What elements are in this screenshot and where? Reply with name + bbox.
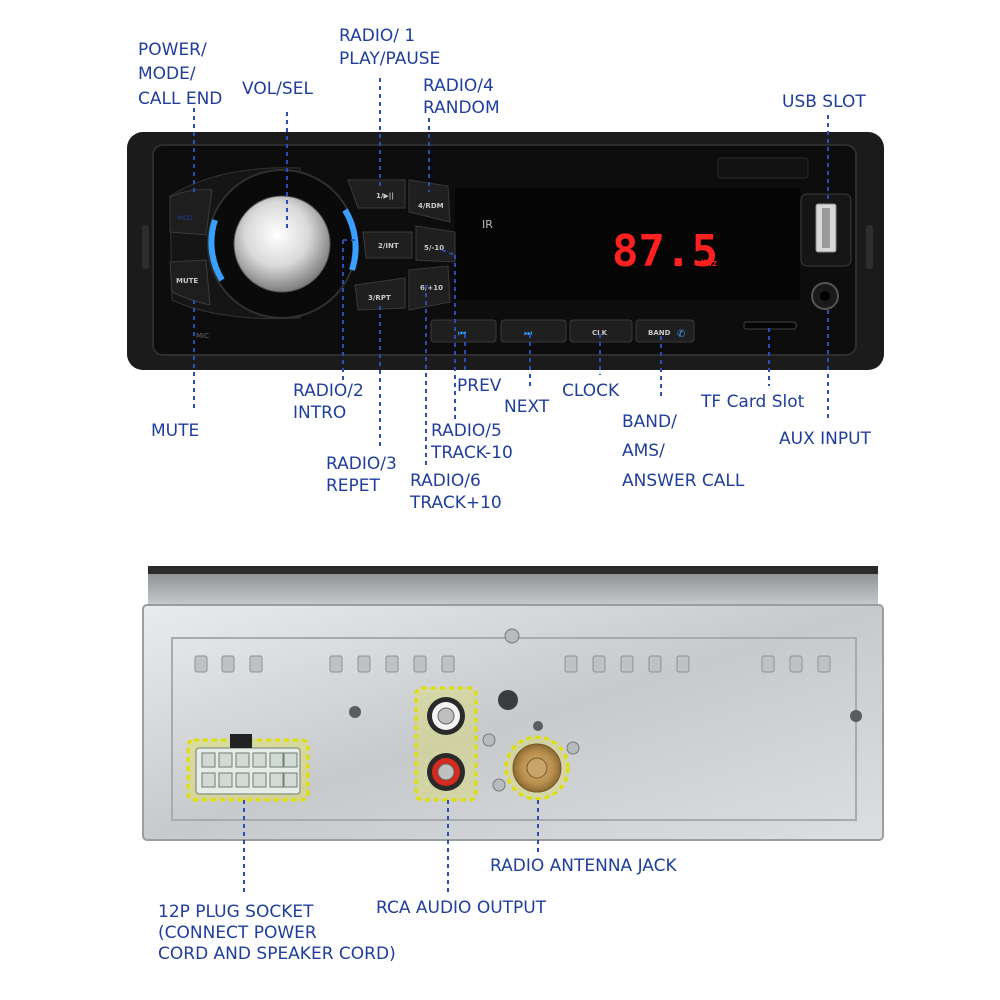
band-label-line2: AMS/ xyxy=(622,441,665,461)
vol-label: VOL/SEL xyxy=(242,79,313,99)
usb-slot-tongue xyxy=(822,208,830,248)
mount-hole-center xyxy=(498,690,518,710)
radio4-label-line2: RANDOM xyxy=(423,98,500,118)
rca-outputs[interactable] xyxy=(414,686,478,802)
front-labels: POWER/ MODE/ CALL END VOL/SEL RADIO/ 1 P… xyxy=(138,26,872,513)
top-screw xyxy=(504,628,520,644)
plug-label-line1: 12P PLUG SOCKET xyxy=(158,902,314,922)
mount-hole-left xyxy=(349,706,361,718)
preset-6-label: 6/+10 xyxy=(420,284,443,292)
prev-icon: ⏮ xyxy=(458,329,466,339)
rear-panel xyxy=(142,566,884,841)
radio2-label-line2: INTRO xyxy=(293,403,346,423)
mute-label: MUTE xyxy=(151,421,199,441)
prev-button[interactable] xyxy=(430,319,497,343)
radio1-label-line2: PLAY/PAUSE xyxy=(339,49,440,69)
preset-6-button[interactable] xyxy=(408,265,451,311)
leader-radio5-stub xyxy=(441,249,456,256)
rear-top-edge xyxy=(148,566,878,574)
power-button[interactable] xyxy=(169,189,213,236)
antenna-label: RADIO ANTENNA JACK xyxy=(490,856,677,876)
preset-2-button[interactable] xyxy=(362,231,413,259)
rear-plate xyxy=(142,604,884,841)
tf-label: TF Card Slot xyxy=(700,392,805,412)
plug-label-line3: CORD AND SPEAKER CORD) xyxy=(158,944,396,964)
plug-pins xyxy=(201,752,298,788)
power-label-line2: MODE/ xyxy=(138,64,196,84)
usb-label: USB SLOT xyxy=(782,92,866,112)
radio1-label-line1: RADIO/ 1 xyxy=(339,26,415,46)
mic-label: MIC xyxy=(196,332,209,340)
rca-white-pin xyxy=(437,707,455,725)
aux-jack-hole xyxy=(820,291,830,301)
radio5-label-line1: RADIO/5 xyxy=(431,421,502,441)
left-rib xyxy=(142,225,149,269)
rca-screw xyxy=(482,733,496,747)
backlight-right xyxy=(342,208,359,271)
preset-4-button[interactable] xyxy=(408,179,451,223)
radio3-label-line2: REPET xyxy=(326,476,381,496)
display-window xyxy=(455,188,800,300)
preset-1-label: 1/▶|| xyxy=(376,192,394,201)
preset-5-label: 5/-10 xyxy=(424,244,444,252)
band-button-label: BAND xyxy=(648,329,671,337)
plug-latch xyxy=(230,734,252,748)
next-button[interactable] xyxy=(500,319,567,343)
power-label-line1: POWER/ xyxy=(138,40,207,60)
backlight-left xyxy=(208,219,225,282)
preset-3-label: 3/RPT xyxy=(368,294,391,302)
rear-leader-lines xyxy=(243,800,539,892)
next-label: NEXT xyxy=(504,397,550,417)
mount-hole-small xyxy=(533,721,543,731)
mount-hole-right xyxy=(850,710,862,722)
power-button-label: MOD xyxy=(178,215,193,222)
rear-top-lid xyxy=(148,570,878,610)
vent-slots xyxy=(194,655,831,673)
plug-label-line2: (CONNECT POWER xyxy=(158,923,317,943)
frequency-unit: MHz xyxy=(701,259,717,269)
radio6-label-line1: RADIO/6 xyxy=(410,471,481,491)
next-icon: ⏭ xyxy=(524,329,532,339)
rca-label: RCA AUDIO OUTPUT xyxy=(376,898,547,918)
clock-button-label: CLK xyxy=(592,329,608,337)
radio5-label-line2: TRACK-10 xyxy=(430,443,513,463)
frequency-readout: 87.5 xyxy=(612,226,718,277)
radio2-label-line1: RADIO/2 xyxy=(293,381,364,401)
band-button[interactable] xyxy=(635,319,695,343)
antenna-jack[interactable] xyxy=(504,735,570,801)
preset-1-button[interactable] xyxy=(347,179,406,209)
power-label-line3: CALL END xyxy=(138,89,222,109)
bracket-screw xyxy=(492,778,506,792)
tf-card-slot[interactable] xyxy=(743,321,797,330)
top-slot xyxy=(717,157,809,179)
phone-icon: ✆ xyxy=(677,329,685,340)
front-panel: 87.5 MHz IR MOD MUTE MIC 1/▶|| 4/RDM 2/I… xyxy=(127,132,884,370)
volume-knob[interactable] xyxy=(233,195,331,293)
preset-2-label: 2/INT xyxy=(378,242,399,250)
preset-3-button[interactable] xyxy=(354,277,406,311)
rear-labels: RADIO ANTENNA JACK RCA AUDIO OUTPUT 12P … xyxy=(158,856,677,964)
clock-label: CLOCK xyxy=(562,381,620,401)
mute-button-label: MUTE xyxy=(176,277,198,285)
band-label-line3: ANSWER CALL xyxy=(622,471,745,491)
antenna-screw xyxy=(566,741,580,755)
mute-button[interactable] xyxy=(169,259,211,306)
rca-red-pin xyxy=(437,763,455,781)
plug-socket[interactable] xyxy=(186,734,310,802)
front-leader-lines xyxy=(193,78,829,468)
preset-5-button[interactable] xyxy=(415,225,456,263)
radio6-label-line2: TRACK+10 xyxy=(409,493,502,513)
preset-buttons: 1/▶|| 4/RDM 2/INT 5/-10 3/RPT 6/+10 xyxy=(347,179,456,311)
prev-label: PREV xyxy=(457,376,502,396)
radio3-label-line1: RADIO/3 xyxy=(326,454,397,474)
band-label-line1: BAND/ xyxy=(622,412,677,432)
antenna-core xyxy=(526,757,548,779)
aux-label: AUX INPUT xyxy=(779,429,872,449)
preset-4-label: 4/RDM xyxy=(418,202,444,210)
ir-receiver-icon: IR xyxy=(482,218,493,231)
radio4-label-line1: RADIO/4 xyxy=(423,76,494,96)
right-rib xyxy=(866,225,873,269)
